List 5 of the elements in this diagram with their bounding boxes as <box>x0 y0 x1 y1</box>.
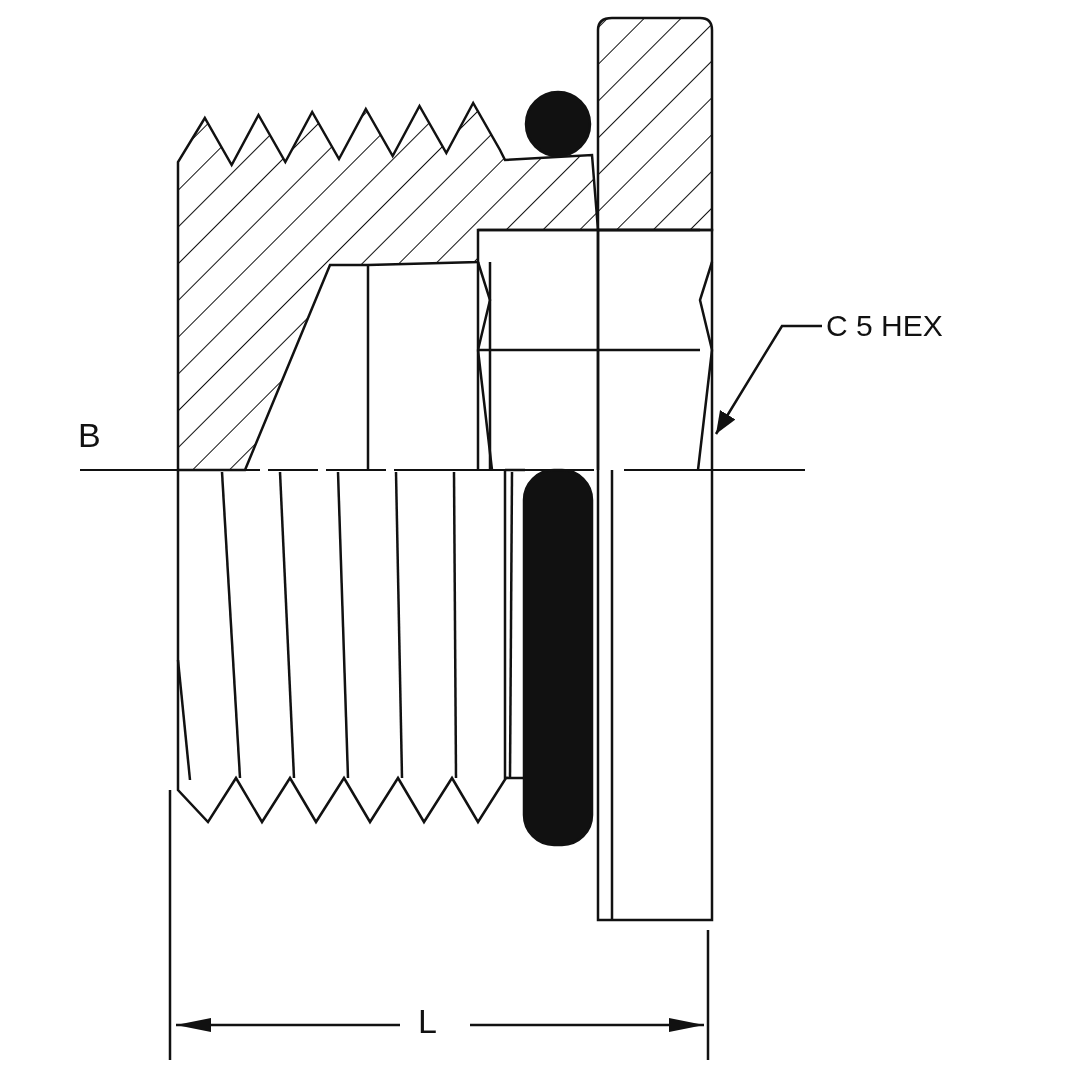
datum-label: B <box>78 418 101 452</box>
callout-label: C 5 HEX <box>826 311 943 341</box>
dimension-label: L <box>418 1004 437 1038</box>
hex-head <box>476 16 714 922</box>
leader-line <box>714 324 822 435</box>
